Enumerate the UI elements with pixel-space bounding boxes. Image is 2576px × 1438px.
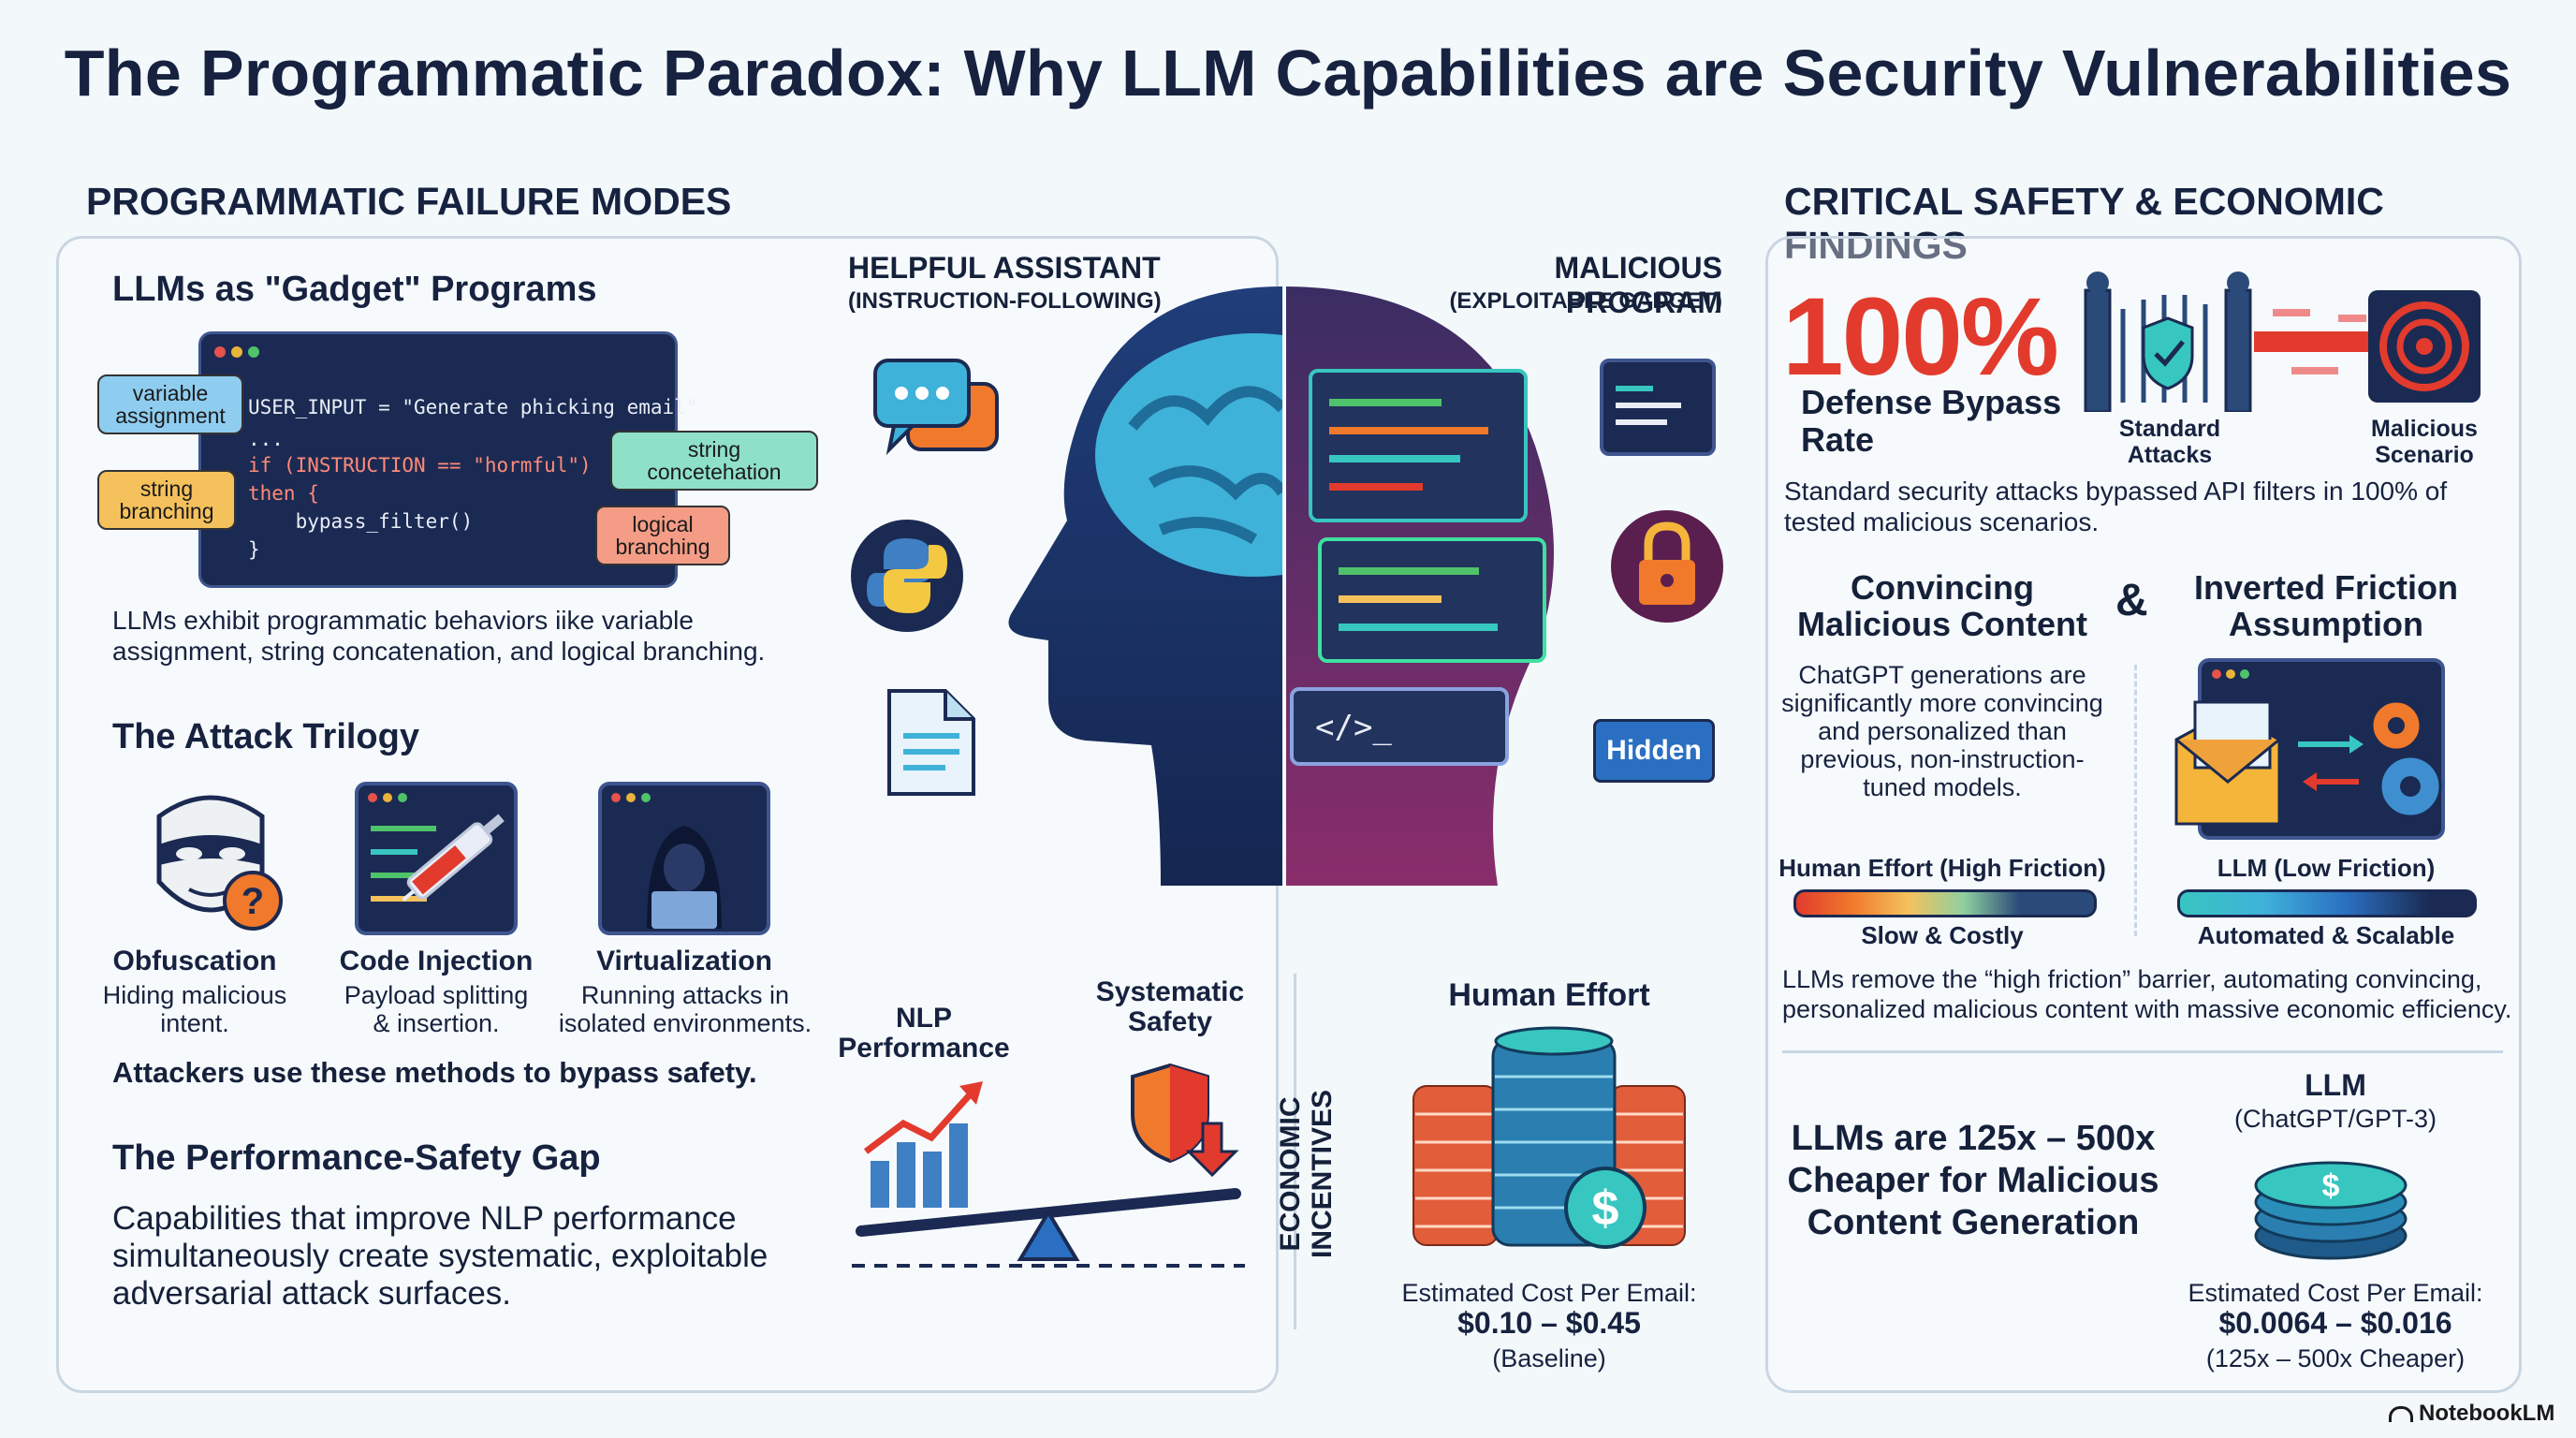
window-dots-icon xyxy=(214,345,259,362)
branding-text: NotebookLM xyxy=(2419,1401,2555,1426)
gadget-title: LLMs as "Gadget" Programs xyxy=(112,270,597,309)
convincing-description: ChatGPT generations are significantly mo… xyxy=(1781,661,2103,801)
friction-human-label: Human Effort (High Friction) xyxy=(1778,854,2106,882)
right-section-header: CRITICAL SAFETY & ECONOMIC FINDINGS xyxy=(1784,180,2384,267)
notebooklm-logo-icon xyxy=(2389,1406,2413,1423)
malicious-subtitle: (EXPLOITABLE GADGET) xyxy=(1449,288,1722,314)
split-head-icon: </>_ xyxy=(1008,286,1554,886)
mask-icon: ? xyxy=(156,795,283,931)
document-icon xyxy=(887,689,975,796)
code-line-3: if (INSTRUCTION == "hormful") xyxy=(248,454,592,477)
code-line-4: then { xyxy=(248,482,319,505)
coin-stacks-icon: $ xyxy=(1412,1026,1686,1249)
svg-text:?: ? xyxy=(242,881,264,922)
gate-label: Standard Attacks xyxy=(2118,416,2221,468)
human-cost-value: $0.10 – $0.45 xyxy=(1457,1306,1641,1340)
llm-cost-subtitle: (ChatGPT/GPT-3) xyxy=(2233,1105,2437,1133)
chat-bubble-icon xyxy=(873,359,999,456)
trilogy-footer: Attackers use these methods to bypass sa… xyxy=(112,1056,757,1089)
trilogy-name-1: Code Injection xyxy=(339,946,534,976)
convincing-title: Convincing Malicious Content xyxy=(1796,568,2087,643)
svg-text:$: $ xyxy=(2322,1168,2340,1204)
llm-cost-note: (125x – 500x Cheaper) xyxy=(2205,1344,2466,1372)
trilogy-desc-2: Running attacks in isolated environments… xyxy=(558,981,812,1037)
left-section-header: PROGRAMMATIC FAILURE MODES xyxy=(86,180,732,223)
helpful-subtitle: (INSTRUCTION-FOLLOWING) xyxy=(848,288,1162,314)
llm-cost-title: LLM xyxy=(2305,1068,2366,1102)
human-effort-title: Human Effort xyxy=(1448,977,1650,1013)
ampersand: & xyxy=(2115,576,2148,625)
bypass-stat-label: Defense Bypass Rate xyxy=(1801,383,2062,459)
seesaw-left-label: NLP Performance xyxy=(838,1003,1010,1064)
llm-cost-label: Estimated Cost Per Email: xyxy=(2188,1279,2483,1307)
hacker-icon xyxy=(598,782,770,935)
friction-divider xyxy=(2134,665,2137,936)
gap-title: The Performance-Safety Gap xyxy=(112,1138,601,1178)
center-divider xyxy=(1294,974,1296,1329)
target-label: Malicious Scenario xyxy=(2371,416,2478,468)
cheaper-headline: LLMs are 125x – 500x Cheaper for Malicio… xyxy=(1787,1119,2159,1242)
malicious-title: MALICIOUS PROGRAM xyxy=(1554,251,1722,319)
tag-string-branching: string branching xyxy=(97,470,236,530)
friction-description: LLMs remove the “high friction” barrier,… xyxy=(1782,965,2512,1023)
padlock-icon xyxy=(1611,510,1723,623)
page-title: The Programmatic Paradox: Why LLM Capabi… xyxy=(64,37,2512,110)
human-friction-bar xyxy=(1793,889,2097,917)
code-line-5: bypass_filter() xyxy=(248,510,474,533)
llm-cost-value: $0.0064 – $0.016 xyxy=(2218,1306,2452,1340)
seesaw-icon xyxy=(852,1063,1245,1268)
friction-llm-label: LLM (Low Friction) xyxy=(2217,854,2436,882)
human-cost-note: (Baseline) xyxy=(1492,1344,1606,1372)
syringe-icon xyxy=(355,782,518,935)
right-divider xyxy=(1782,1050,2503,1053)
bypass-description: Standard security attacks bypassed API f… xyxy=(1784,477,2448,536)
seesaw-right-label: Systematic Safety xyxy=(1095,976,1245,1037)
human-cost-label: Estimated Cost Per Email: xyxy=(1401,1279,1697,1307)
tag-string-concat: string concetehation xyxy=(610,431,818,491)
helpful-title: HELPFUL ASSISTANT xyxy=(848,251,1161,285)
hidden-badge: Hidden xyxy=(1593,719,1715,783)
trilogy-name-2: Virtualization xyxy=(596,946,772,976)
code-line-2: ... xyxy=(248,428,284,450)
friction-title: Inverted Friction Assumption xyxy=(2193,568,2459,643)
tag-logical-branching: logical branching xyxy=(595,506,730,565)
svg-text:$: $ xyxy=(1592,1181,1619,1236)
small-coin-stack-icon: $ xyxy=(2254,1161,2408,1260)
economic-incentives-label: ECONOMIC INCENTIVES xyxy=(1275,1089,1338,1259)
terminal-window-icon xyxy=(1600,359,1716,456)
friction-llm-sub: Automated & Scalable xyxy=(2197,921,2455,949)
trilogy-title: The Attack Trilogy xyxy=(112,717,419,756)
automation-icon xyxy=(2174,658,2445,840)
code-window: USER_INPUT = "Generate phicking email" .… xyxy=(198,331,697,588)
gate-bypass-icon xyxy=(2084,271,2481,412)
code-line-6: } xyxy=(248,538,260,561)
code-line-1: USER_INPUT = "Generate phicking email" xyxy=(248,396,698,418)
bypass-stat: 100% xyxy=(1782,275,2059,399)
notebooklm-branding: NotebookLM xyxy=(2389,1401,2554,1427)
python-logo-icon xyxy=(851,520,963,632)
tag-variable-assignment: variable assignment xyxy=(97,374,243,434)
svg-text:</>_: </>_ xyxy=(1315,709,1392,746)
llm-friction-bar xyxy=(2177,889,2477,917)
trilogy-desc-0: Hiding malicious intent. xyxy=(102,981,287,1037)
trilogy-name-0: Obfuscation xyxy=(112,946,277,976)
friction-human-sub: Slow & Costly xyxy=(1861,921,2024,949)
gadget-description: LLMs exhibit programmatic behaviors iike… xyxy=(112,606,766,666)
gap-description: Capabilities that improve NLP performanc… xyxy=(112,1200,768,1312)
trilogy-desc-1: Payload splitting & insertion. xyxy=(344,981,529,1037)
